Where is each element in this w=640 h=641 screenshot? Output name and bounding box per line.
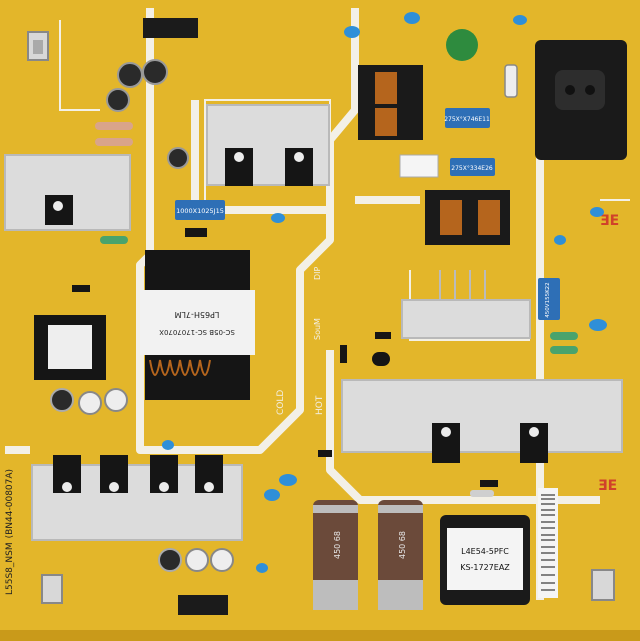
connector-bottom-right xyxy=(591,569,615,601)
pfc-coil-label-2: KS-1727EAZ xyxy=(460,563,510,572)
electrolytic-cap-left-label: 450 68 xyxy=(333,531,342,559)
bridge-legs xyxy=(439,270,486,300)
corner-mark-top: ƎE xyxy=(600,213,619,229)
film-cap-mid-label: 275X°334E26 xyxy=(451,165,493,172)
resistors xyxy=(95,122,578,497)
main-transformer xyxy=(140,250,255,400)
mosfet-right-2-screw xyxy=(529,427,539,437)
electrolytic-cap-right xyxy=(378,500,423,610)
board-model-label: L55S8_NSM(BN44-00807A) xyxy=(5,469,15,595)
electrolytic-cap-left xyxy=(313,500,358,610)
connector-top-left-inner xyxy=(33,40,43,54)
samsung-mark: SouM xyxy=(313,318,322,340)
film-cap-1000-label: 1000X1025J15 xyxy=(176,207,224,215)
dip-label: DIP xyxy=(313,266,322,280)
heatsink-right xyxy=(341,379,623,453)
barcode-sticker xyxy=(538,488,558,598)
pfc-coil-label-1: L4E54-5PFC xyxy=(461,547,509,556)
transformer-label-1: LP65H-7LM xyxy=(174,310,219,319)
connector-top xyxy=(143,18,198,38)
film-cap-right-label: 450V155K22 xyxy=(545,282,551,317)
varistor-green xyxy=(446,29,478,61)
film-cap-top xyxy=(445,108,490,128)
film-cap-1000 xyxy=(175,200,225,220)
small-capacitors-top-left xyxy=(106,59,189,169)
transformer-label-2: SC-05B SC-1707070X xyxy=(159,328,235,336)
choke-middle xyxy=(425,190,510,245)
pcb-edge xyxy=(0,630,640,641)
film-cap-top-label: 275X°X746E11 xyxy=(444,116,490,123)
small-capacitors-mid-left xyxy=(50,388,128,415)
ceramic-capacitors xyxy=(162,12,607,573)
hot-label: HOT xyxy=(315,395,325,415)
connector-bottom xyxy=(178,595,228,615)
corner-mark-right: ƎE xyxy=(598,478,617,494)
standby-transformer xyxy=(34,315,106,380)
mosfet-top-middle-2-screw xyxy=(294,152,304,162)
connector-bottom-left xyxy=(41,574,63,604)
choke-top xyxy=(358,65,423,140)
pfc-coil xyxy=(440,515,530,605)
mosfet-left-top-screw xyxy=(53,201,63,211)
small-capacitors-bottom-left xyxy=(158,548,234,572)
white-relay xyxy=(399,154,439,178)
mosfet-top-middle-1-screw xyxy=(234,152,244,162)
ac-power-socket xyxy=(535,40,627,160)
film-cap-mid xyxy=(450,158,495,176)
cold-label: COLD xyxy=(276,390,286,415)
mosfet-right-1-screw xyxy=(441,427,451,437)
electrolytic-cap-right-label: 450 68 xyxy=(398,531,407,559)
fuse xyxy=(504,64,518,98)
silkscreen-thin-lines xyxy=(59,20,630,341)
small-diodes xyxy=(72,228,498,487)
film-cap-right xyxy=(538,278,560,320)
mosfets-bottom-left xyxy=(53,455,223,493)
heatsink-bridge xyxy=(401,299,531,339)
